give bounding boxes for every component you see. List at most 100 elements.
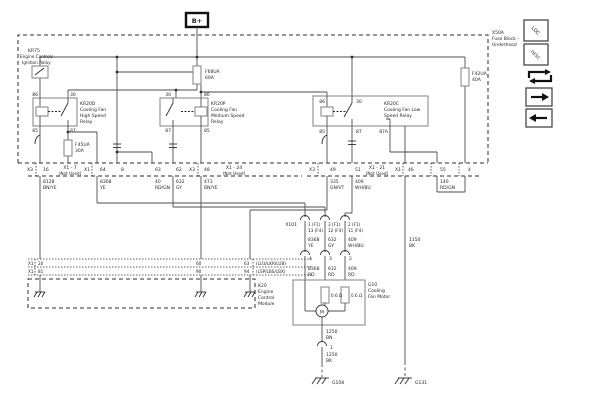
svg-text:409: 409	[348, 266, 357, 272]
svg-text:81: 81	[38, 269, 44, 274]
svg-text:RD: RD	[328, 272, 335, 278]
svg-text:Control: Control	[258, 295, 274, 301]
svg-text:85: 85	[319, 129, 325, 135]
svg-text:KR20D: KR20D	[80, 101, 96, 107]
svg-text:1 (F1): 1 (F1)	[308, 222, 321, 227]
arrow-left-button[interactable]	[525, 108, 553, 128]
svg-text:X1: X1	[28, 269, 34, 274]
svg-text:8368: 8368	[308, 237, 320, 243]
svg-text:Cooling Fan: Cooling Fan	[80, 107, 106, 113]
k20-internal-grounds	[33, 275, 256, 298]
svg-text:90: 90	[196, 269, 202, 274]
svg-text:1250: 1250	[326, 352, 338, 358]
svg-text:1150: 1150	[409, 237, 421, 243]
fuse-block-underhood-box: X50A Fuse Block - Underhood	[17, 30, 519, 177]
svg-text:Medium Speed: Medium Speed	[211, 113, 245, 119]
svg-text:2: 2	[349, 256, 352, 262]
svg-text:473: 473	[204, 179, 213, 185]
svg-text:85: 85	[32, 128, 38, 134]
svg-text:BN/YE: BN/YE	[43, 185, 57, 191]
svg-text:2 (F1): 2 (F1)	[348, 222, 361, 227]
ground-g131-icon	[394, 377, 412, 385]
svg-text:(Not Used): (Not Used)	[223, 171, 246, 176]
svg-text:YE: YE	[307, 243, 314, 249]
svg-text:X1: X1	[28, 261, 34, 266]
svg-text:F45UA: F45UA	[75, 142, 91, 148]
svg-text:DESC: DESC	[530, 49, 542, 61]
svg-text:X3: X3	[189, 167, 195, 173]
svg-text:WH/BU: WH/BU	[355, 185, 371, 191]
svg-text:G131: G131	[415, 380, 427, 386]
svg-text:Module: Module	[258, 301, 275, 307]
fuse-block-connector-row: X3 16 X1 - 7 (Not Used) X1 64 8 63 62 X3…	[27, 163, 471, 176]
svg-text:High Speed: High Speed	[80, 113, 106, 119]
svg-text:87: 87	[356, 129, 362, 135]
splice-icon	[113, 140, 356, 148]
svg-text:GN/VT: GN/VT	[330, 185, 344, 191]
svg-text:GY: GY	[328, 243, 334, 249]
svg-text:46: 46	[408, 167, 414, 173]
svg-text:1: 1	[330, 345, 333, 351]
swap-arrows-icon[interactable]	[527, 69, 553, 84]
svg-text:KR20P: KR20P	[211, 101, 226, 107]
svg-text:1250: 1250	[326, 329, 338, 335]
loc-button[interactable]: LOC	[523, 19, 549, 42]
svg-text:X101: X101	[285, 222, 297, 228]
svg-text:Engine Controls: Engine Controls	[20, 54, 53, 59]
svg-text:335: 335	[330, 179, 339, 185]
relay-kr75: KR75 Engine Controls Ignition Relay	[20, 48, 53, 79]
svg-text:BK: BK	[409, 243, 416, 249]
svg-text:RD/GN: RD/GN	[440, 185, 455, 191]
svg-text:87: 87	[165, 128, 171, 134]
svg-text:K20: K20	[258, 283, 267, 289]
circuit-labels: 8128 BN/YE 8368 YE 40 RD/GN 632 GY 473 B…	[43, 179, 455, 249]
svg-text:64: 64	[100, 167, 106, 173]
arrow-right-button[interactable]	[525, 87, 553, 107]
desc-button[interactable]: DESC	[523, 43, 549, 66]
svg-text:62: 62	[176, 167, 182, 173]
relay-kr20c-low-speed: 86 30 85 87 87A KR20C Cooling Fan Low Sp…	[312, 95, 429, 135]
svg-text:8128: 8128	[43, 179, 55, 185]
relay-kr20p-medium-speed: 30 86 87 85 KR20P Cooling Fan Medium Spe…	[159, 92, 245, 134]
svg-text:X3: X3	[309, 167, 315, 173]
svg-text:G108: G108	[332, 380, 344, 386]
svg-text:30A: 30A	[75, 148, 85, 154]
svg-text:X1 - 24: X1 - 24	[226, 165, 242, 171]
svg-text:87: 87	[70, 128, 76, 134]
toolbar: LOC DESC	[523, 19, 553, 128]
svg-text:140: 140	[440, 179, 449, 185]
k20-engine-control-module: X1 20 60 63 (LU3/LKR/LUB) X1 81 90 94 (L…	[27, 258, 312, 309]
svg-text:85: 85	[204, 128, 210, 134]
svg-text:X1 - 7: X1 - 7	[63, 165, 76, 171]
svg-text:RD: RD	[308, 272, 315, 278]
svg-text:94: 94	[244, 269, 250, 274]
svg-text:30: 30	[70, 92, 76, 98]
svg-text:632: 632	[328, 237, 337, 243]
svg-text:(LSP/LBS/LBX): (LSP/LBS/LBX)	[256, 269, 286, 274]
inline-connector-icon	[321, 134, 328, 145]
svg-text:49: 49	[330, 167, 336, 173]
svg-text:WH/BU: WH/BU	[348, 243, 364, 249]
svg-text:YE: YE	[99, 185, 106, 191]
svg-text:13 (F4): 13 (F4)	[308, 228, 323, 233]
svg-text:F68UA: F68UA	[205, 69, 221, 75]
svg-text:30: 30	[356, 99, 362, 105]
svg-text:Fuse Block -: Fuse Block -	[492, 36, 519, 42]
svg-text:F42UA: F42UA	[472, 71, 488, 77]
svg-text:8: 8	[121, 167, 124, 173]
relay-kr20d-high-speed: 86 30 85 87 KR20D Cooling Fan High Speed…	[32, 92, 106, 134]
svg-text:55: 55	[440, 167, 446, 173]
svg-text:51: 51	[355, 167, 361, 173]
svg-text:40: 40	[155, 179, 161, 185]
svg-text:Fan Motor: Fan Motor	[368, 294, 390, 300]
svg-text:48: 48	[204, 167, 210, 173]
svg-text:Ignition Relay: Ignition Relay	[22, 60, 51, 65]
svg-text:BK: BK	[326, 358, 333, 364]
svg-text:G10: G10	[368, 282, 377, 288]
svg-text:86: 86	[319, 99, 325, 105]
svg-text:60: 60	[196, 261, 202, 266]
svg-text:Speed Relay: Speed Relay	[384, 113, 412, 119]
svg-text:40A: 40A	[472, 77, 482, 83]
ground-g108-icon	[311, 377, 329, 385]
